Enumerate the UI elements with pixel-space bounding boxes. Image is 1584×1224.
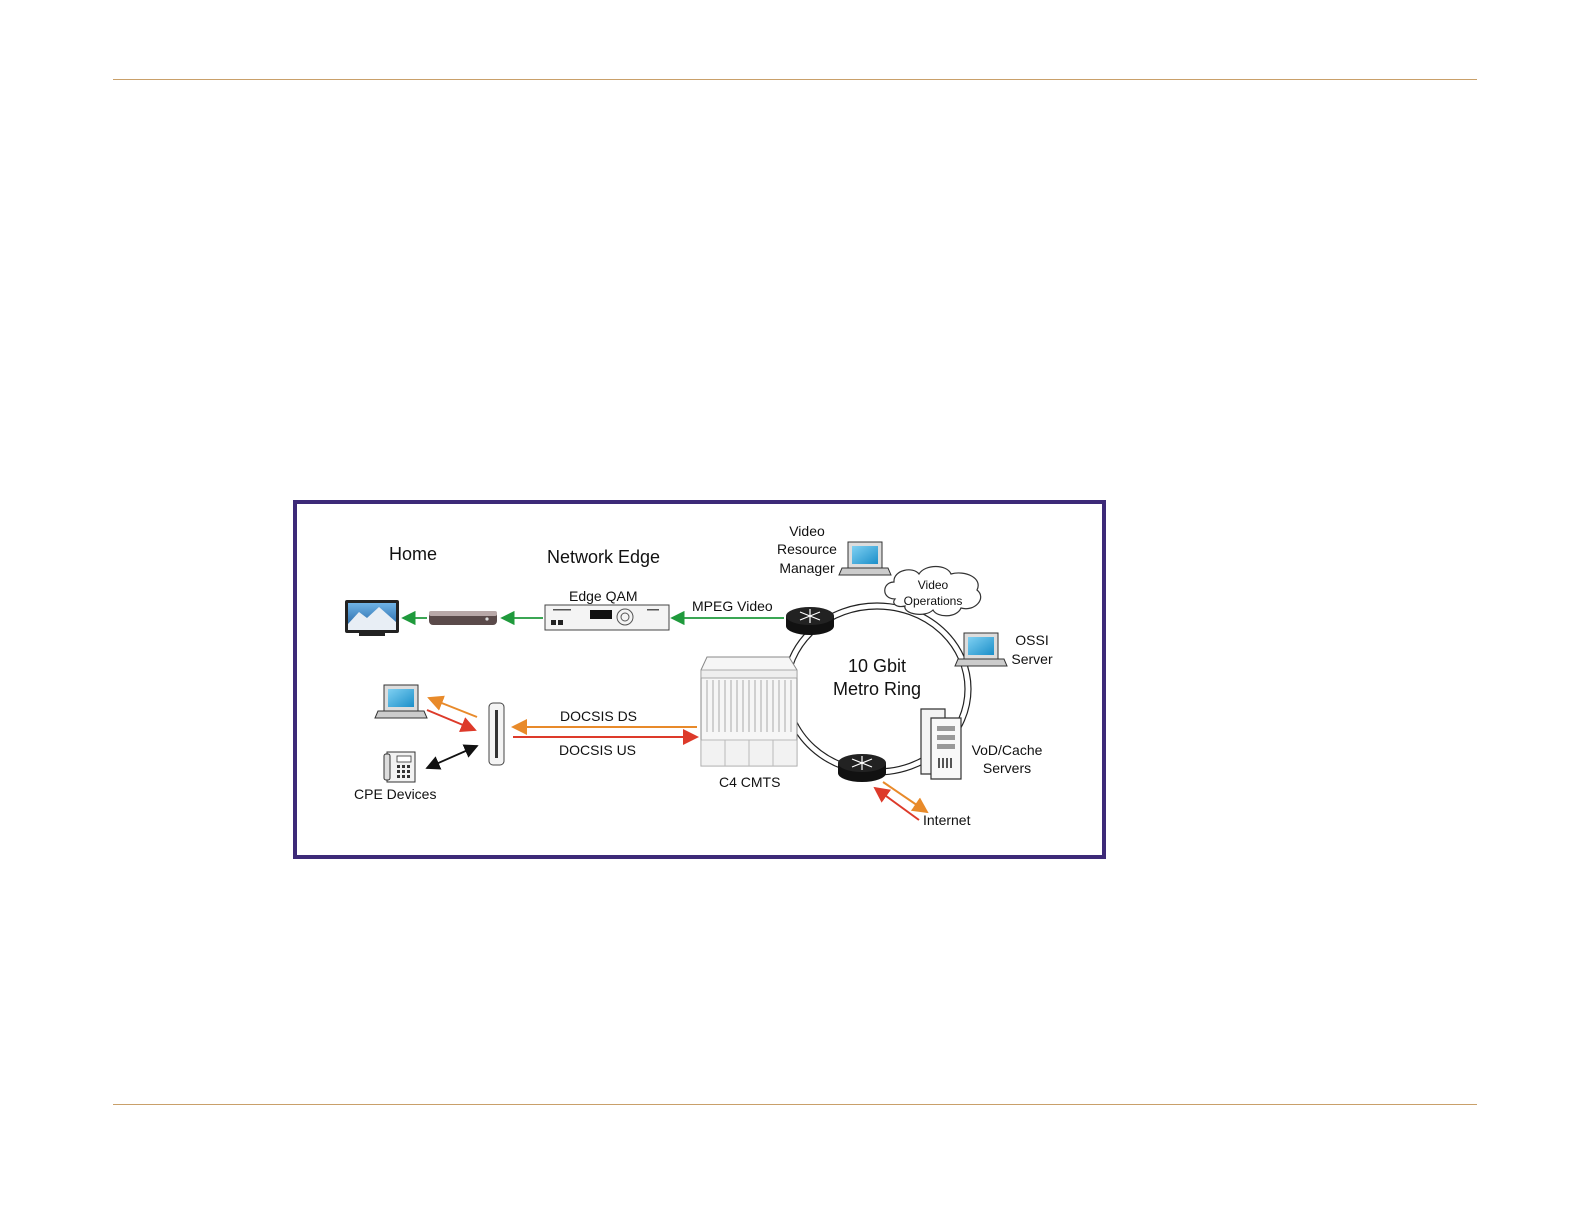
label-vod-line1: VoD/Cache xyxy=(972,742,1043,758)
laptop-icon-vrm xyxy=(839,542,891,575)
laptop-icon-cpe xyxy=(375,685,427,718)
label-c4-cmts: C4 CMTS xyxy=(719,774,780,790)
router-icon-bottom xyxy=(838,754,886,782)
label-internet: Internet xyxy=(923,812,971,828)
label-docsis-us: DOCSIS US xyxy=(559,742,636,758)
cmts-chassis-icon xyxy=(701,657,797,766)
label-docsis-ds: DOCSIS DS xyxy=(560,708,637,724)
heading-home: Home xyxy=(389,544,437,564)
label-ossi-line1: OSSI xyxy=(1015,632,1048,648)
label-vrm-line1: Video xyxy=(789,523,825,539)
label-vod-line2: Servers xyxy=(983,760,1031,776)
television-icon xyxy=(345,600,399,636)
internet-orange-arrow xyxy=(883,782,927,812)
server-tower-icon xyxy=(921,709,961,779)
router-icon-top xyxy=(786,607,834,635)
laptop-icon-ossi xyxy=(955,633,1007,666)
network-diagram: Home Network Edge Edge QAM MPEG Video Vi… xyxy=(297,504,1102,855)
edge-qam-device-icon xyxy=(545,605,669,630)
label-ossi-line2: Server xyxy=(1011,651,1053,667)
phone-icon xyxy=(384,752,415,782)
heading-network-edge: Network Edge xyxy=(547,547,660,567)
label-vrm-line3: Manager xyxy=(779,560,835,576)
label-vrm-line2: Resource xyxy=(777,541,837,557)
footer-rule xyxy=(113,1104,1477,1105)
label-mpeg-video: MPEG Video xyxy=(692,598,773,614)
network-diagram-figure: Home Network Edge Edge QAM MPEG Video Vi… xyxy=(293,500,1106,859)
label-metro-ring-line2: Metro Ring xyxy=(833,679,921,699)
cable-modem-icon xyxy=(489,703,504,765)
label-cpe-devices: CPE Devices xyxy=(354,786,436,802)
label-metro-ring-line1: 10 Gbit xyxy=(848,656,906,676)
header-rule xyxy=(113,79,1477,80)
label-video-operations-line2: Operations xyxy=(904,594,963,608)
set-top-box-icon xyxy=(429,611,497,625)
phone-bidirectional-arrow xyxy=(427,746,477,768)
internet-red-arrow xyxy=(875,788,919,820)
label-edge-qam: Edge QAM xyxy=(569,588,637,604)
label-video-operations-line1: Video xyxy=(918,578,949,592)
